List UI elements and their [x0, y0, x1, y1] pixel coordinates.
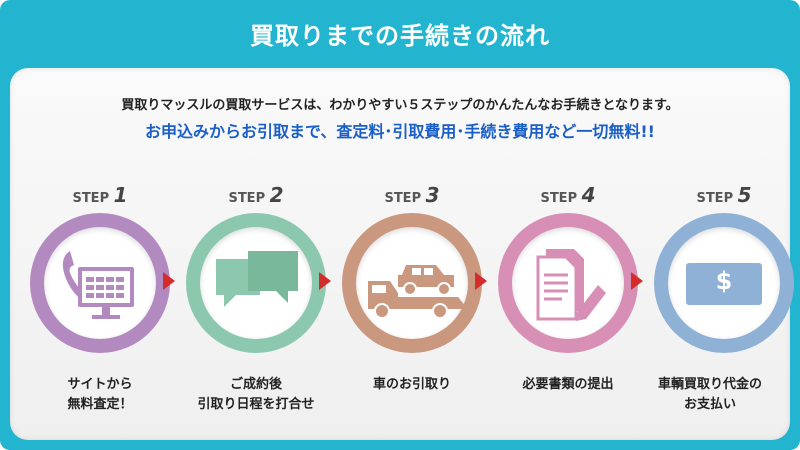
step-1-label: STEP 1	[40, 183, 160, 207]
step-number: 5	[737, 183, 752, 207]
step-5-circle: $	[654, 213, 794, 353]
step-3-label: STEP 3	[352, 183, 472, 207]
step-5-caption: 車輌買取り代金の お支払い	[625, 375, 795, 415]
step-4-circle	[498, 213, 638, 353]
caption-line: 無料査定！	[67, 397, 133, 412]
step-4-caption: 必要書類の提出	[483, 375, 653, 395]
chevron-right-icon	[319, 272, 331, 290]
step-1-caption: サイトから 無料査定！	[15, 375, 185, 415]
documents-pen-icon	[536, 249, 606, 321]
step-prefix: STEP	[228, 191, 266, 206]
step-2-label: STEP 2	[196, 183, 316, 207]
caption-line: 車輌買取り代金の	[657, 377, 762, 392]
tow-truck-icon	[368, 265, 468, 319]
step-prefix: STEP	[696, 191, 734, 206]
caption-line: サイトから	[67, 377, 133, 392]
step-prefix: STEP	[384, 191, 422, 206]
page-title: 買取りまでの手続きの流れ	[250, 22, 550, 50]
step-3-circle	[342, 213, 482, 353]
caption-line: 必要書類の提出	[522, 377, 614, 392]
step-5-label: STEP 5	[664, 183, 784, 207]
step-3-caption: 車のお引取り	[327, 375, 497, 395]
money-bill-icon	[686, 263, 762, 305]
caption-line: 車のお引取り	[372, 377, 451, 392]
phone-computer-icon	[62, 251, 134, 319]
step-1-circle	[30, 213, 170, 353]
chat-bubbles-icon	[216, 251, 298, 307]
intro-text: 買取りマッスルの買取サービスは、わかりやすい５ステップのかんたんなお手続きとなり…	[121, 98, 679, 113]
step-2-circle	[186, 213, 326, 353]
step-prefix: STEP	[72, 191, 110, 206]
chevron-right-icon	[475, 272, 487, 290]
caption-line: 引取り日程を打合せ	[197, 397, 315, 412]
caption-line: ご成約後	[229, 377, 282, 392]
step-prefix: STEP	[540, 191, 578, 206]
step-4-label: STEP 4	[508, 183, 628, 207]
dollar-sign: $	[715, 267, 733, 295]
step-2-caption: ご成約後 引取り日程を打合せ	[171, 375, 341, 415]
step-number: 3	[425, 183, 440, 207]
chevron-right-icon	[631, 272, 643, 290]
step-number: 4	[581, 183, 596, 207]
chevron-right-icon	[163, 272, 175, 290]
free-service-highlight: お申込みからお引取まで、査定料･引取費用･手続き費用など一切無料!!	[145, 122, 655, 141]
caption-line: お支払い	[683, 397, 736, 412]
step-number: 2	[269, 183, 284, 207]
step-number: 1	[113, 183, 128, 207]
